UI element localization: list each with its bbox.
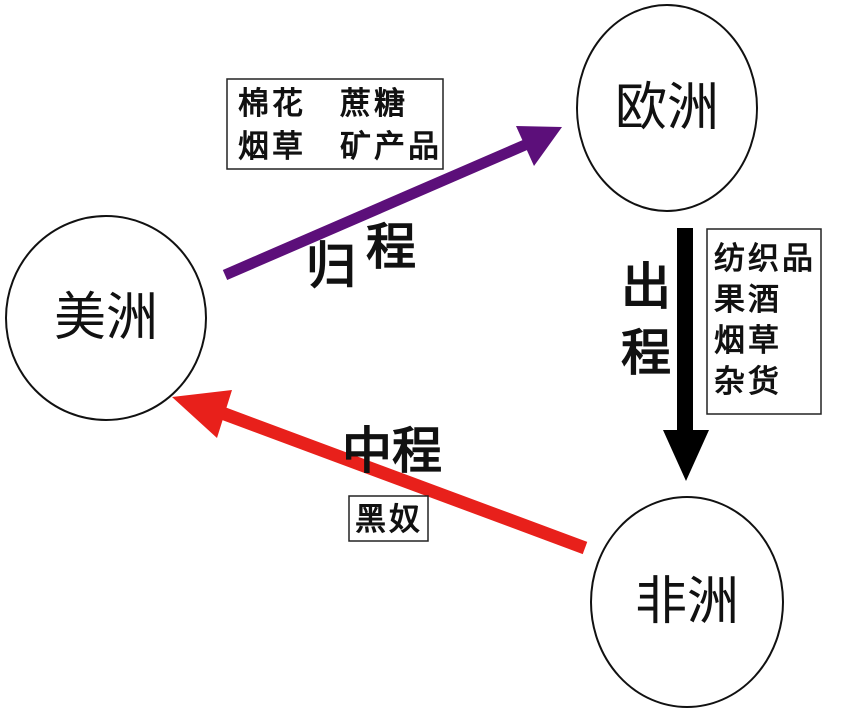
- goods-box-middle: 黑奴: [348, 495, 429, 542]
- arrow-return-shaft: [222, 139, 528, 281]
- route-outward-label-char2: 程: [621, 323, 671, 382]
- route-outward-label-char1: 出: [621, 257, 671, 316]
- node-europe-circle: [576, 4, 758, 212]
- goods-outward-line-2: 果酒: [714, 282, 782, 318]
- goods-return-line-2: 烟草 矿产品: [238, 129, 442, 165]
- goods-outward-line-1: 纺织品: [714, 241, 816, 277]
- node-americas-label: 美洲: [54, 288, 158, 348]
- arrow-middle: [172, 390, 588, 555]
- arrow-outward-shaft: [677, 228, 693, 432]
- node-europe: 欧洲: [576, 4, 758, 212]
- node-americas: 美洲: [5, 215, 207, 421]
- goods-middle-line-1: 黑奴: [355, 502, 423, 538]
- node-africa-circle: [590, 496, 784, 708]
- goods-box-middle-frame: [348, 495, 429, 542]
- goods-outward-line-3: 烟草: [714, 323, 782, 359]
- goods-box-return-frame: [226, 78, 444, 170]
- goods-box-return: 棉花 蔗糖 烟草 矿产品: [226, 78, 444, 170]
- goods-outward-line-4: 杂货: [714, 364, 782, 400]
- goods-box-outward: 纺织品 果酒 烟草 杂货: [706, 228, 822, 415]
- node-europe-label: 欧洲: [615, 78, 719, 138]
- route-middle-label: 中程: [342, 421, 442, 480]
- node-africa: 非洲: [590, 496, 784, 708]
- route-return-label-char2: 程: [366, 217, 416, 276]
- arrow-outward-head: [663, 430, 709, 481]
- route-return-label-char1: 归: [306, 236, 356, 295]
- arrow-return: [222, 126, 562, 281]
- goods-return-line-1: 棉花 蔗糖: [238, 86, 408, 122]
- node-americas-circle: [5, 215, 207, 421]
- goods-box-outward-frame: [706, 228, 822, 415]
- arrow-outward: [663, 228, 709, 481]
- arrow-return-head: [516, 126, 562, 166]
- arrow-middle-shaft: [219, 406, 588, 555]
- arrow-middle-head: [172, 390, 232, 438]
- node-africa-label: 非洲: [635, 572, 739, 632]
